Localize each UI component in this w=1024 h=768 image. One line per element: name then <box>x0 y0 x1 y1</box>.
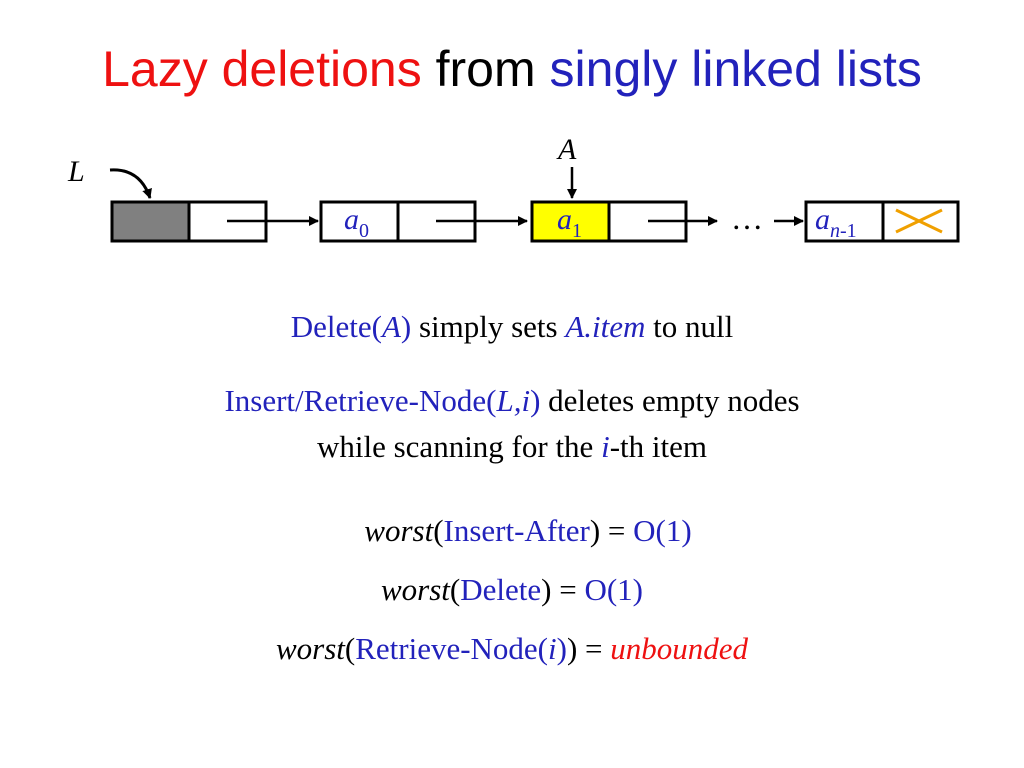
node-last: an-1 <box>804 200 960 243</box>
linked-list-diagram: L a0 A a1 … an-1 <box>67 133 960 243</box>
text-line-worst-delete: worst(Delete) = O(1) <box>381 572 643 607</box>
title-singly-linked-lists: singly linked lists <box>549 41 922 97</box>
title-from: from <box>435 41 536 97</box>
node-a0-label: a0 <box>344 203 369 242</box>
slide-title: Lazy deletions from singly linked lists <box>0 44 1024 94</box>
list-head-arrow <box>109 168 152 199</box>
sentinel-item-cell <box>110 200 191 243</box>
pointer-label-A: A <box>556 133 577 166</box>
node-a1: a1 <box>530 200 688 243</box>
text-line-insert-retrieve: Insert/Retrieve-Node(L,i) deletes empty … <box>224 383 800 418</box>
ellipsis: … <box>731 200 763 236</box>
node-last-label: an-1 <box>815 203 857 242</box>
list-label-L: L <box>67 155 85 188</box>
text-line-worst-retrieve-node: worst(Retrieve-Node(i)) = unbounded <box>275 631 749 666</box>
text-line-delete: Delete(A) simply sets A.item to null <box>290 309 734 344</box>
title-lazy-deletions: Lazy deletions <box>102 41 422 97</box>
node-a0-item-cell <box>319 200 400 243</box>
null-cross-icon <box>895 208 943 234</box>
node-a1-label: a1 <box>557 203 582 242</box>
text-line-worst-insert-after: worst(Insert-After) = O(1) <box>364 513 692 548</box>
text-line-while-scanning: while scanning for the i-th item <box>316 429 707 464</box>
